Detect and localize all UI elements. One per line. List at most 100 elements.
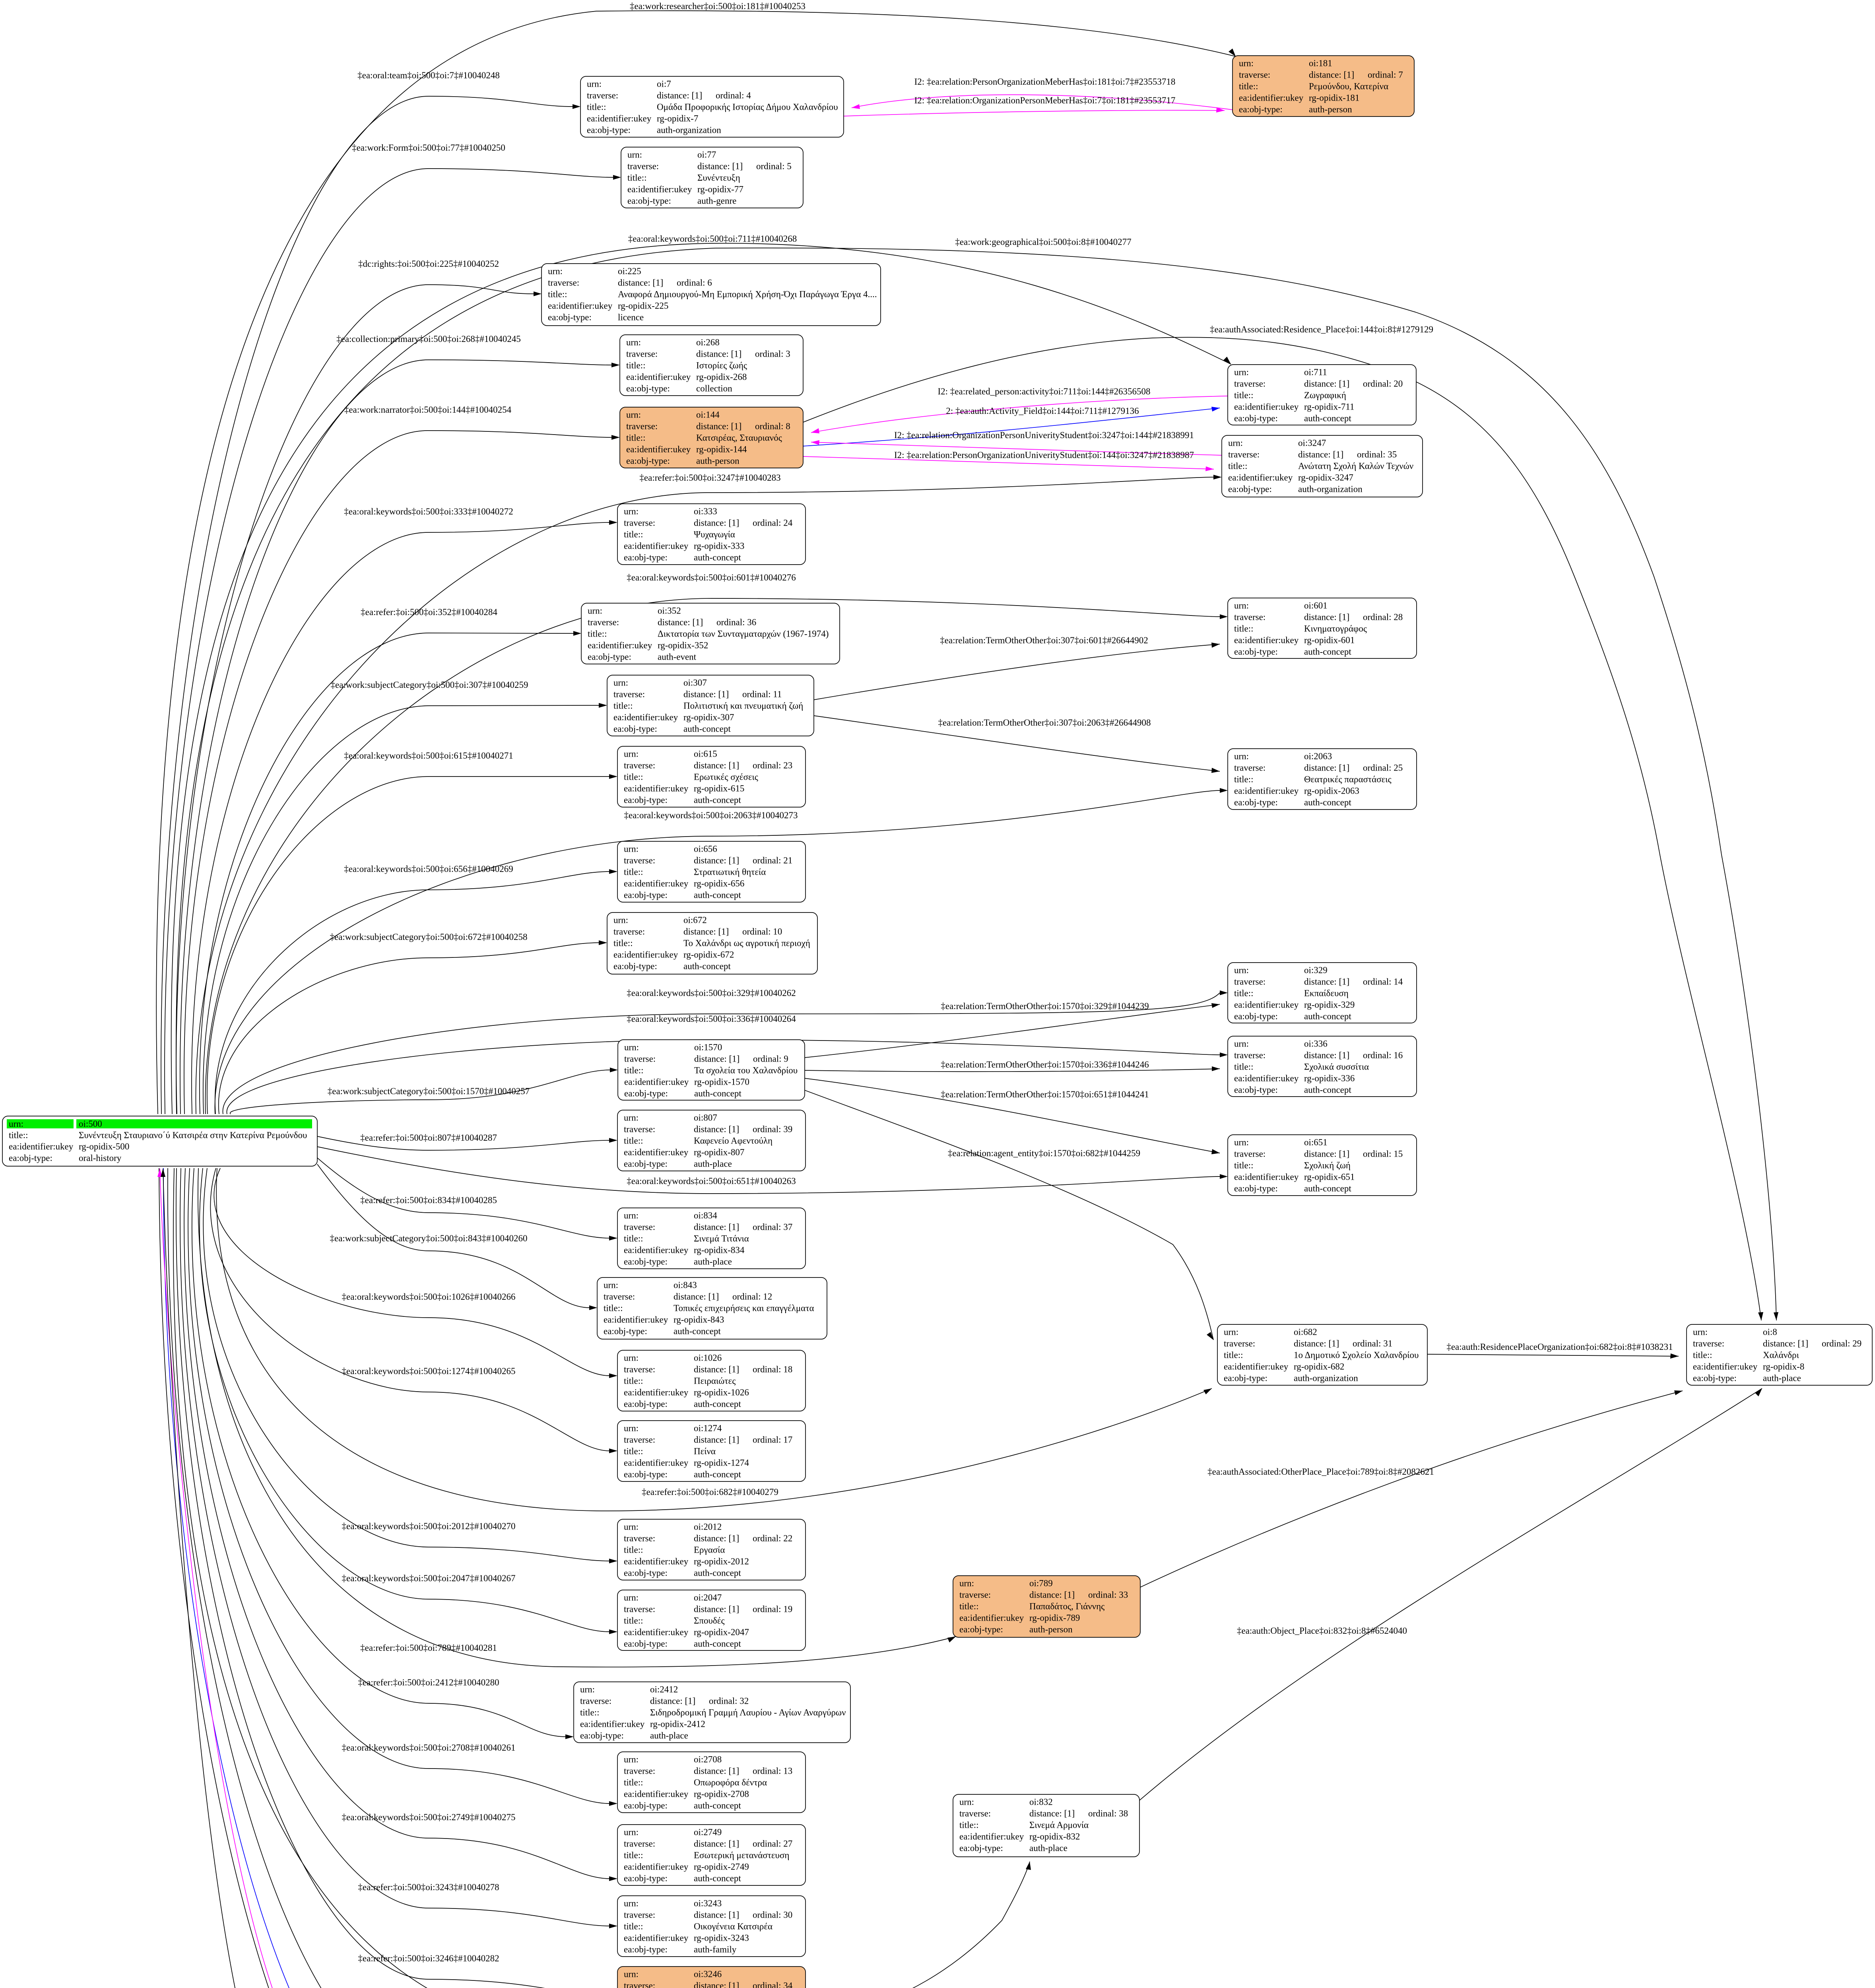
svg-text:ea:identifier:ukey: ea:identifier:ukey [624, 541, 689, 551]
svg-text:Τα σχολεία του Χαλανδρίου: Τα σχολεία του Χαλανδρίου [694, 1066, 798, 1076]
svg-text:Ψυχαγωγία: Ψυχαγωγία [694, 530, 735, 540]
svg-text:auth-concept: auth-concept [1304, 1085, 1351, 1095]
svg-text:urn:: urn: [1224, 1327, 1238, 1337]
svg-text:Οικογένεια Κατσιρέα: Οικογένεια Κατσιρέα [694, 1922, 773, 1932]
svg-text:traverse:: traverse: [626, 349, 658, 359]
svg-text:rg-opidix-656: rg-opidix-656 [694, 879, 744, 889]
svg-text:oral-history: oral-history [79, 1153, 122, 1163]
svg-text:ea:identifier:ukey: ea:identifier:ukey [1234, 786, 1299, 796]
svg-text:‡ea:oral:keywords‡oi:500‡oi:32: ‡ea:oral:keywords‡oi:500‡oi:329‡#1004026… [627, 988, 796, 998]
svg-text:urn:: urn: [624, 1593, 639, 1603]
svg-text:oi:8: oi:8 [1763, 1327, 1777, 1337]
svg-text:oi:352: oi:352 [658, 606, 681, 616]
svg-text:ordinal: 32: ordinal: 32 [709, 1696, 749, 1706]
svg-text:distance: [1]: distance: [1] [674, 1292, 719, 1302]
svg-text:oi:615: oi:615 [694, 749, 717, 759]
svg-text:rg-opidix-1274: rg-opidix-1274 [694, 1458, 749, 1468]
svg-text:rg-opidix-601: rg-opidix-601 [1304, 635, 1355, 645]
svg-text:ordinal: 38: ordinal: 38 [1088, 1809, 1128, 1819]
svg-text:ordinal: 15: ordinal: 15 [1363, 1149, 1403, 1159]
svg-text:traverse:: traverse: [624, 1981, 655, 1988]
svg-text:title::: title:: [1234, 1161, 1254, 1171]
svg-text:oi:3243: oi:3243 [694, 1899, 722, 1908]
svg-text:distance: [1]: distance: [1] [694, 518, 739, 528]
svg-text:‡ea:relation:agent_entity‡oi:1: ‡ea:relation:agent_entity‡oi:1570‡oi:682… [948, 1148, 1140, 1158]
svg-text:‡ea:oral:keywords‡oi:500‡oi:27: ‡ea:oral:keywords‡oi:500‡oi:2749‡#100402… [342, 1812, 516, 1822]
svg-text:ea:obj-type:: ea:obj-type: [1224, 1373, 1267, 1383]
svg-text:ea:obj-type:: ea:obj-type: [1239, 105, 1283, 115]
svg-text:distance: [1]: distance: [1] [657, 91, 702, 101]
svg-text:distance: [1]: distance: [1] [694, 1981, 739, 1988]
svg-text:urn:: urn: [624, 1211, 639, 1221]
svg-text:urn:: urn: [624, 1522, 639, 1532]
svg-text:ea:identifier:ukey: ea:identifier:ukey [624, 1458, 689, 1468]
svg-text:Εργασία: Εργασία [694, 1545, 725, 1555]
svg-text:‡ea:work:subjectCategory‡oi:50: ‡ea:work:subjectCategory‡oi:500‡oi:307‡#… [331, 680, 528, 690]
svg-text:traverse:: traverse: [1239, 70, 1270, 80]
svg-text:oi:1570: oi:1570 [694, 1043, 722, 1052]
svg-text:‡ea:work:Form‡oi:500‡oi:77‡#10: ‡ea:work:Form‡oi:500‡oi:77‡#10040250 [352, 143, 505, 153]
svg-text:Σχολικά συσσίτια: Σχολικά συσσίτια [1304, 1062, 1369, 1072]
svg-text:title::: title:: [624, 772, 643, 782]
svg-text:ea:obj-type:: ea:obj-type: [1234, 798, 1278, 808]
svg-text:ea:obj-type:: ea:obj-type: [604, 1326, 647, 1336]
svg-text:traverse:: traverse: [1234, 379, 1266, 389]
svg-text:I2: ‡ea:relation:OrganizationP: I2: ‡ea:relation:OrganizationPersonMeber… [914, 95, 1176, 105]
svg-text:ea:obj-type:: ea:obj-type: [624, 795, 668, 805]
svg-text:‡ea:refer:‡oi:500‡oi:3246‡#100: ‡ea:refer:‡oi:500‡oi:3246‡#10040282 [358, 1953, 499, 1963]
svg-text:urn:: urn: [1239, 58, 1254, 68]
svg-text:ea:identifier:ukey: ea:identifier:ukey [624, 1933, 689, 1943]
svg-text:rg-opidix-225: rg-opidix-225 [618, 301, 668, 311]
svg-text:‡ea:oral:keywords‡oi:500‡oi:20: ‡ea:oral:keywords‡oi:500‡oi:2047‡#100402… [342, 1573, 516, 1583]
svg-text:oi:672: oi:672 [683, 915, 707, 925]
svg-text:auth-organization: auth-organization [1298, 484, 1363, 494]
svg-text:Συνέντευξη Σταυριανο΄ύ Κατσιρέ: Συνέντευξη Σταυριανο΄ύ Κατσιρέα στην Κατ… [79, 1130, 307, 1140]
svg-text:‡ea:authAssociated:Residence_P: ‡ea:authAssociated:Residence_Place‡oi:14… [1210, 324, 1433, 334]
svg-text:auth-place: auth-place [694, 1159, 732, 1169]
svg-text:auth-place: auth-place [1029, 1843, 1068, 1853]
svg-text:ea:identifier:ukey: ea:identifier:ukey [624, 784, 689, 794]
svg-text:ea:obj-type:: ea:obj-type: [624, 553, 668, 563]
svg-text:traverse:: traverse: [624, 1054, 656, 1064]
svg-text:title::: title:: [588, 629, 607, 639]
svg-text:title::: title:: [580, 1708, 600, 1718]
svg-text:title::: title:: [1234, 624, 1254, 634]
svg-text:auth-concept: auth-concept [1304, 1011, 1351, 1021]
svg-text:Οπωροφόρα δέντρα: Οπωροφόρα δέντρα [694, 1778, 767, 1788]
svg-text:‡ea:work:subjectCategory‡oi:50: ‡ea:work:subjectCategory‡oi:500‡oi:843‡#… [330, 1233, 528, 1243]
svg-text:auth-genre: auth-genre [697, 196, 736, 206]
svg-text:‡ea:relation:TermOtherOther‡oi: ‡ea:relation:TermOtherOther‡oi:307‡oi:20… [938, 718, 1151, 728]
svg-text:urn:: urn: [613, 915, 628, 925]
svg-text:traverse:: traverse: [959, 1809, 991, 1819]
svg-text:distance: [1]: distance: [1] [1304, 1149, 1349, 1159]
svg-text:ordinal: 31: ordinal: 31 [1353, 1339, 1392, 1349]
svg-text:auth-concept: auth-concept [1304, 1184, 1351, 1194]
svg-text:title::: title:: [624, 1922, 643, 1932]
svg-text:Τοπικές επιχειρήσεις και επαγγ: Τοπικές επιχειρήσεις και επαγγέλματα [674, 1303, 814, 1313]
svg-text:ea:identifier:ukey: ea:identifier:ukey [1234, 1172, 1299, 1182]
svg-text:traverse:: traverse: [1234, 763, 1266, 773]
svg-text:ordinal: 19: ordinal: 19 [753, 1604, 792, 1614]
svg-text:distance: [1]: distance: [1] [694, 1435, 739, 1445]
svg-text:ordinal: 24: ordinal: 24 [753, 518, 793, 528]
svg-text:Σινεμά Τιτάνια: Σινεμά Τιτάνια [694, 1234, 749, 1244]
svg-text:collection: collection [696, 384, 732, 394]
svg-text:urn:: urn: [548, 266, 563, 276]
svg-text:ordinal: 4: ordinal: 4 [716, 91, 751, 101]
svg-text:‡ea:oral:keywords‡oi:500‡oi:10: ‡ea:oral:keywords‡oi:500‡oi:1026‡#100402… [342, 1292, 516, 1302]
svg-text:oi:807: oi:807 [694, 1113, 717, 1123]
svg-text:distance: [1]: distance: [1] [694, 856, 739, 866]
svg-text:ea:obj-type:: ea:obj-type: [624, 1568, 668, 1578]
svg-text:rg-opidix-615: rg-opidix-615 [694, 784, 744, 794]
svg-text:2: ‡ea:auth:Activity_Field‡oi:: 2: ‡ea:auth:Activity_Field‡oi:144‡oi:711… [946, 406, 1139, 416]
svg-text:rg-opidix-711: rg-opidix-711 [1304, 402, 1355, 412]
svg-text:rg-opidix-307: rg-opidix-307 [683, 712, 734, 722]
svg-text:title::: title:: [624, 1136, 643, 1146]
svg-text:title::: title:: [624, 867, 643, 877]
svg-text:ea:obj-type:: ea:obj-type: [959, 1843, 1003, 1853]
svg-text:ordinal: 13: ordinal: 13 [753, 1766, 792, 1776]
svg-text:‡ea:oral:keywords‡oi:500‡oi:12: ‡ea:oral:keywords‡oi:500‡oi:1274‡#100402… [342, 1366, 516, 1376]
svg-text:ea:obj-type:: ea:obj-type: [626, 456, 670, 466]
svg-text:auth-concept: auth-concept [694, 1089, 741, 1099]
svg-text:ordinal: 14: ordinal: 14 [1363, 977, 1403, 987]
